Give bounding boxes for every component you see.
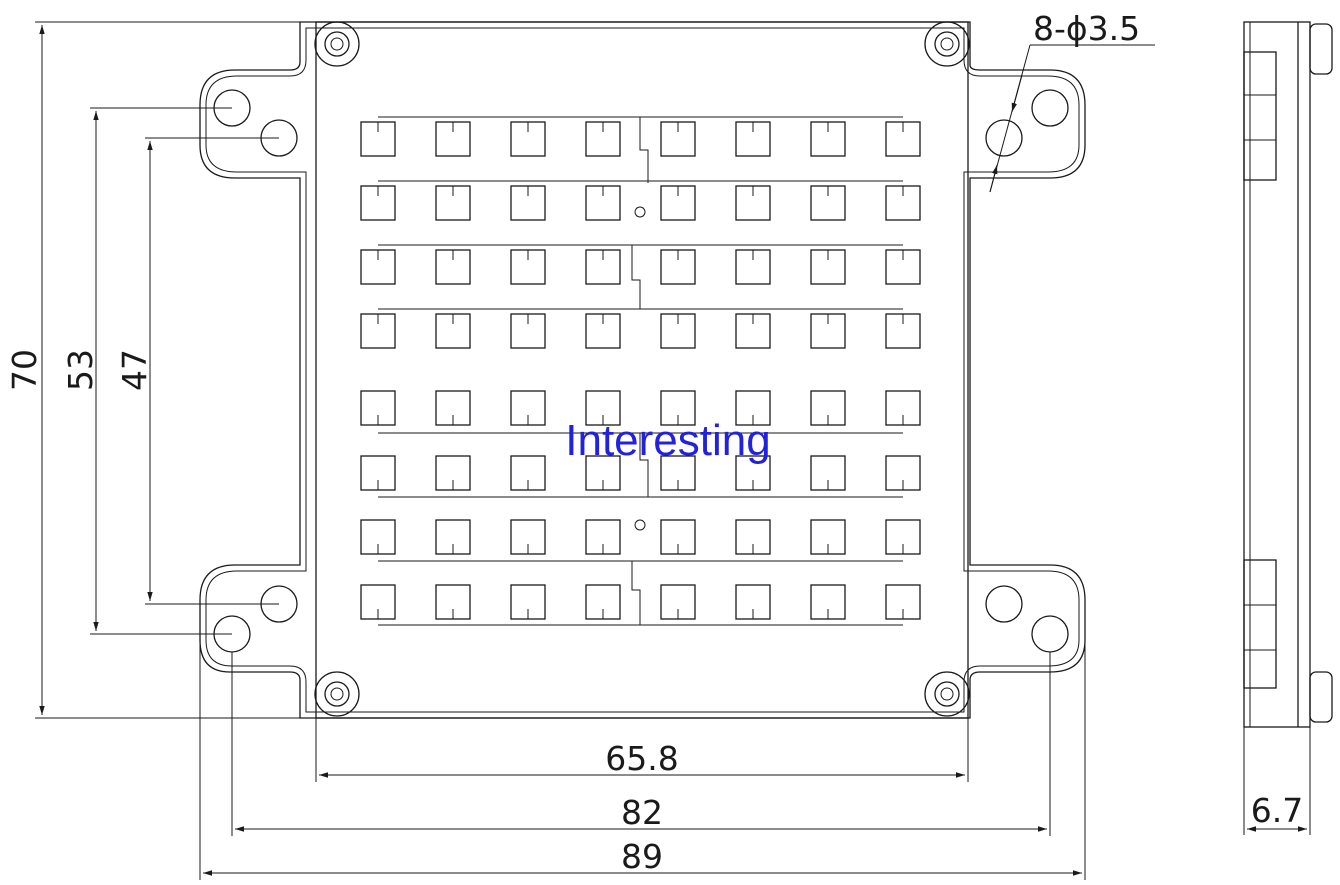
dim-label-47: 47 bbox=[115, 349, 154, 391]
dim-label-70: 70 bbox=[5, 349, 44, 391]
patch-array bbox=[360, 121, 921, 620]
hole-callout: 8-ϕ3.5 bbox=[989, 9, 1155, 193]
radome-plate bbox=[315, 21, 969, 719]
screw-top-left bbox=[314, 21, 360, 67]
dimension-89: 89 bbox=[199, 640, 1086, 880]
dimension-70: 70 bbox=[5, 21, 316, 719]
hole bbox=[985, 119, 1023, 157]
flange-outline bbox=[199, 21, 1086, 719]
screw-bottom-right bbox=[924, 671, 970, 717]
dim-label-89: 89 bbox=[621, 837, 663, 876]
watermark-text: Interesting bbox=[565, 416, 770, 465]
dimension-53: 53 bbox=[61, 107, 232, 635]
mounting-holes bbox=[213, 89, 1069, 653]
side-view: 6.7 bbox=[1243, 21, 1333, 835]
dimension-82: 82 bbox=[231, 652, 1051, 836]
dimension-47: 47 bbox=[115, 137, 279, 605]
hole bbox=[1031, 89, 1069, 127]
flange-inner-outline bbox=[205, 27, 1080, 713]
dim-label-6-7: 6.7 bbox=[1251, 791, 1303, 830]
corner-screws bbox=[314, 21, 970, 717]
dim-label-65-8: 65.8 bbox=[605, 739, 678, 778]
hole-callout-label: 8-ϕ3.5 bbox=[1033, 9, 1140, 48]
dimension-65-8: 65.8 bbox=[315, 718, 969, 782]
feed-networks bbox=[378, 116, 903, 626]
dim-label-82: 82 bbox=[621, 793, 663, 832]
screw-bottom-left bbox=[314, 671, 360, 717]
dim-label-53: 53 bbox=[61, 349, 100, 391]
hole bbox=[985, 585, 1023, 623]
screw-top-right bbox=[924, 21, 970, 67]
hole bbox=[1031, 615, 1069, 653]
